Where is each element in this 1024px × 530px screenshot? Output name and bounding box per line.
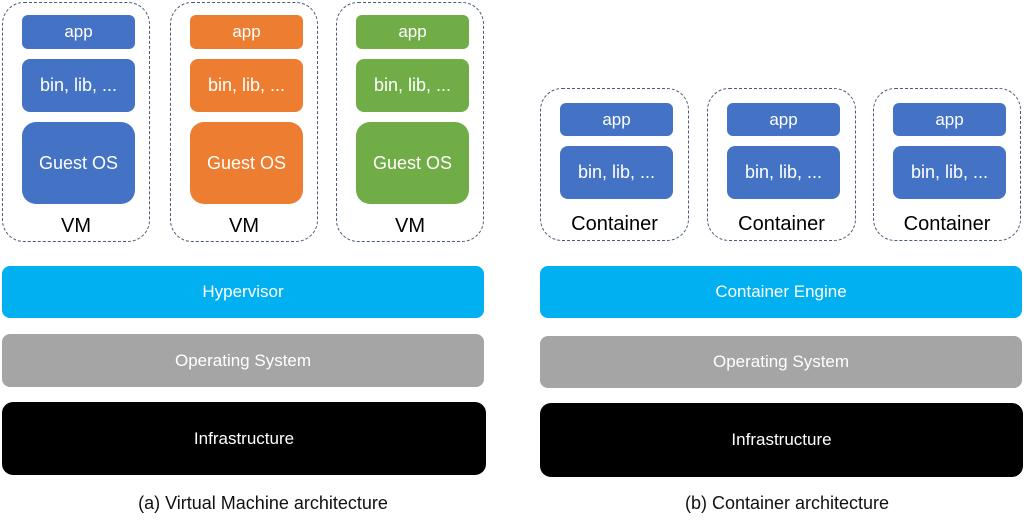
app-block: app xyxy=(356,15,469,49)
guest-os-block: Guest OS xyxy=(190,122,303,204)
guest-os-block: Guest OS xyxy=(356,122,469,204)
app-block: app xyxy=(727,103,840,136)
vm-box: app bin, lib, ... Guest OS VM xyxy=(2,2,150,242)
libs-block: bin, lib, ... xyxy=(22,59,135,112)
operating-system-layer: Operating System xyxy=(540,336,1022,388)
libs-block: bin, lib, ... xyxy=(727,146,840,199)
infrastructure-layer: Infrastructure xyxy=(2,402,486,475)
libs-block: bin, lib, ... xyxy=(356,59,469,112)
vm-label: VM xyxy=(61,215,91,237)
container-box: app bin, lib, ... Container xyxy=(707,88,856,241)
container-label: Container xyxy=(571,213,658,235)
container-caption: (b) Container architecture xyxy=(684,493,890,513)
vm-label: VM xyxy=(229,215,259,237)
vm-box: app bin, lib, ... Guest OS VM xyxy=(336,2,484,242)
vm-caption: (a) Virtual Machine architecture xyxy=(138,493,388,513)
infrastructure-layer: Infrastructure xyxy=(540,403,1023,477)
operating-system-layer: Operating System xyxy=(2,334,484,387)
container-box: app bin, lib, ... Container xyxy=(540,88,689,241)
guest-os-block: Guest OS xyxy=(22,122,135,204)
libs-block: bin, lib, ... xyxy=(560,146,673,199)
container-engine-layer: Container Engine xyxy=(540,266,1022,318)
vm-label: VM xyxy=(395,215,425,237)
container-box: app bin, lib, ... Container xyxy=(873,88,1021,241)
app-block: app xyxy=(893,103,1006,136)
app-block: app xyxy=(560,103,673,136)
app-block: app xyxy=(22,15,135,49)
hypervisor-layer: Hypervisor xyxy=(2,266,484,318)
app-block: app xyxy=(190,15,303,49)
container-label: Container xyxy=(903,213,991,235)
container-label: Container xyxy=(738,213,825,235)
vm-box: app bin, lib, ... Guest OS VM xyxy=(170,2,318,242)
libs-block: bin, lib, ... xyxy=(190,59,303,112)
libs-block: bin, lib, ... xyxy=(893,146,1006,199)
